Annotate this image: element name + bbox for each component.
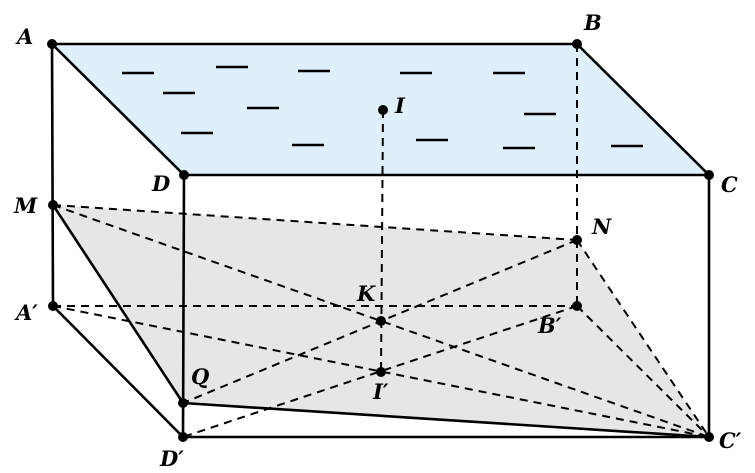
point-K [376, 316, 386, 326]
edge-D-D-prime [181, 173, 186, 439]
label-B: B [583, 10, 602, 35]
label-M: M [13, 193, 38, 218]
edge-A-A-prime [50, 42, 55, 308]
point-I [378, 105, 388, 115]
segment-M-Q [51, 203, 185, 405]
diagonal-M-C-prime [52, 204, 710, 438]
edge-B-prime-C-prime [576, 305, 710, 438]
point-labels: A B C D M N A′ B′ K I I′ Q D′ C′ [13, 10, 742, 471]
label-K: K [356, 281, 376, 306]
label-B-prime: B′ [537, 313, 562, 338]
point-A [47, 39, 57, 49]
label-I: I [394, 93, 406, 118]
points [47, 39, 714, 442]
point-M [48, 200, 58, 210]
visible-edges [50, 42, 711, 439]
point-I-prime [376, 367, 386, 377]
label-I-prime: I′ [372, 379, 389, 404]
label-D-prime: D′ [159, 446, 184, 471]
point-Q [178, 398, 188, 408]
point-B [572, 39, 582, 49]
segment-M-N [52, 204, 578, 241]
point-D-prime [178, 432, 188, 442]
segment-I-I-prime [380, 109, 384, 373]
point-C-prime [704, 432, 714, 442]
point-D [179, 170, 189, 180]
label-A: A [15, 24, 33, 49]
point-A-prime [48, 301, 58, 311]
point-B-prime [572, 301, 582, 311]
label-A-prime: A′ [14, 300, 38, 325]
edge-B-C [575, 42, 711, 177]
segment-Q-C-prime [181, 401, 711, 439]
label-N: N [591, 214, 612, 239]
label-C-prime: C′ [719, 428, 742, 453]
label-Q: Q [191, 364, 209, 389]
point-C [704, 170, 714, 180]
water-surface-marks [122, 65, 643, 150]
label-D: D [151, 171, 171, 196]
point-N [572, 235, 582, 245]
edge-D-A [50, 42, 186, 177]
label-C: C [721, 172, 738, 197]
edge-A-prime-D-prime [51, 304, 185, 439]
segment-N-C-prime [576, 239, 710, 438]
